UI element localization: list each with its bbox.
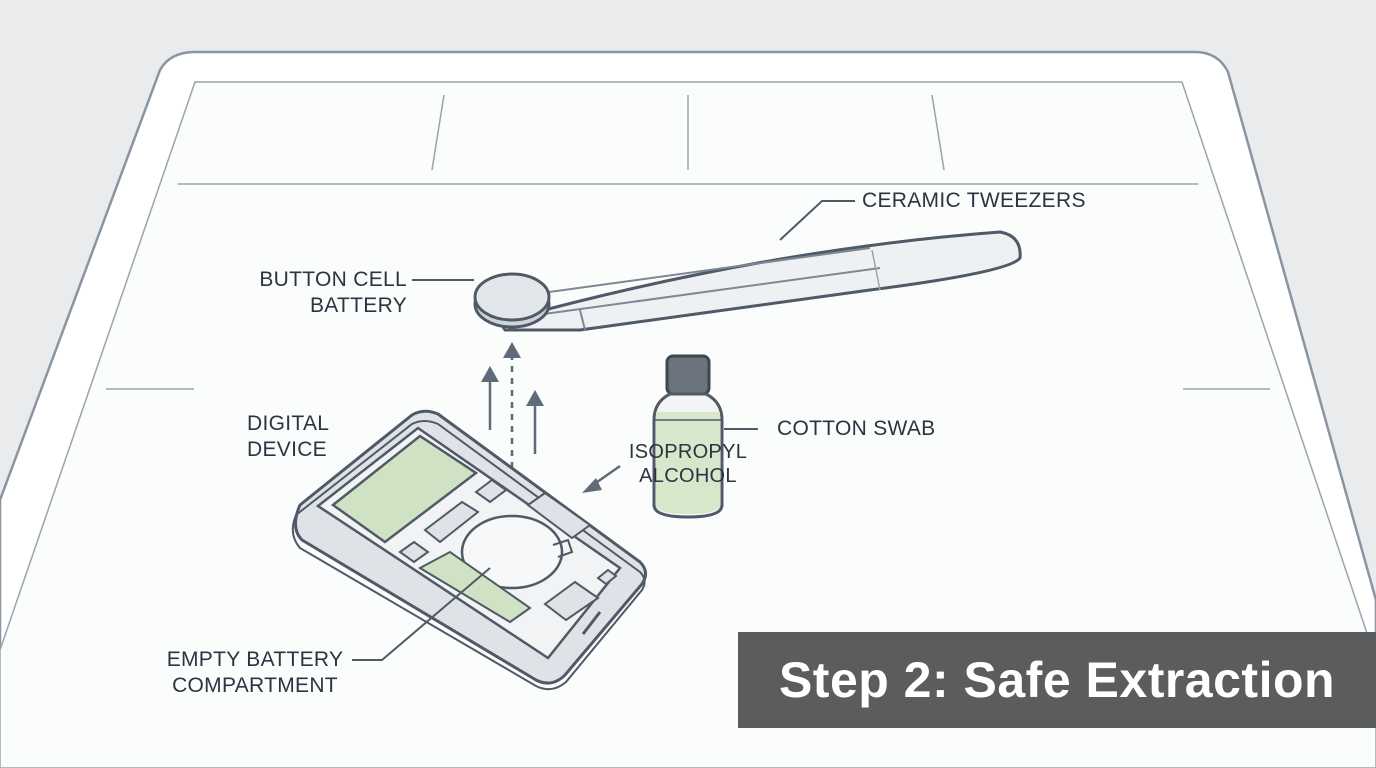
label-compartment-line1: EMPTY BATTERY <box>166 648 344 671</box>
label-ceramic-tweezers: CERAMIC TWEEZERS <box>862 189 1086 212</box>
tweezers-icon <box>498 230 1022 332</box>
label-battery-line2: BATTERY <box>309 294 407 317</box>
label-digital-device: DIGITAL DEVICE <box>247 411 329 463</box>
label-cotton-swab: COTTON SWAB <box>777 417 936 440</box>
page-title: Step 2: Safe Extraction <box>778 652 1336 708</box>
label-empty-battery-compartment: EMPTY BATTERY COMPARTMENT <box>140 647 370 699</box>
label-device-line2: DEVICE <box>247 438 327 461</box>
label-button-cell-battery: BUTTON CELL BATTERY <box>200 267 407 319</box>
leader-compartment <box>352 567 491 661</box>
alcohol-bottle-icon <box>652 354 724 519</box>
button-cell-battery-icon <box>473 272 551 329</box>
leader-lines <box>352 200 855 661</box>
label-device-line1: DIGITAL <box>247 412 330 435</box>
label-alcohol-line2: ALCOHOL <box>639 465 737 487</box>
arrow-up-icon <box>481 342 621 552</box>
label-compartment-line2: COMPARTMENT <box>172 674 338 697</box>
label-battery-line1: BUTTON CELL <box>259 268 407 291</box>
label-alcohol-line1: ISOPROPYL <box>628 441 748 463</box>
leader-tweezers <box>779 200 855 241</box>
label-isopropyl-alcohol: ISOPROPYL ALCOHOL <box>620 440 756 488</box>
title-banner: Step 2: Safe Extraction <box>738 632 1376 728</box>
